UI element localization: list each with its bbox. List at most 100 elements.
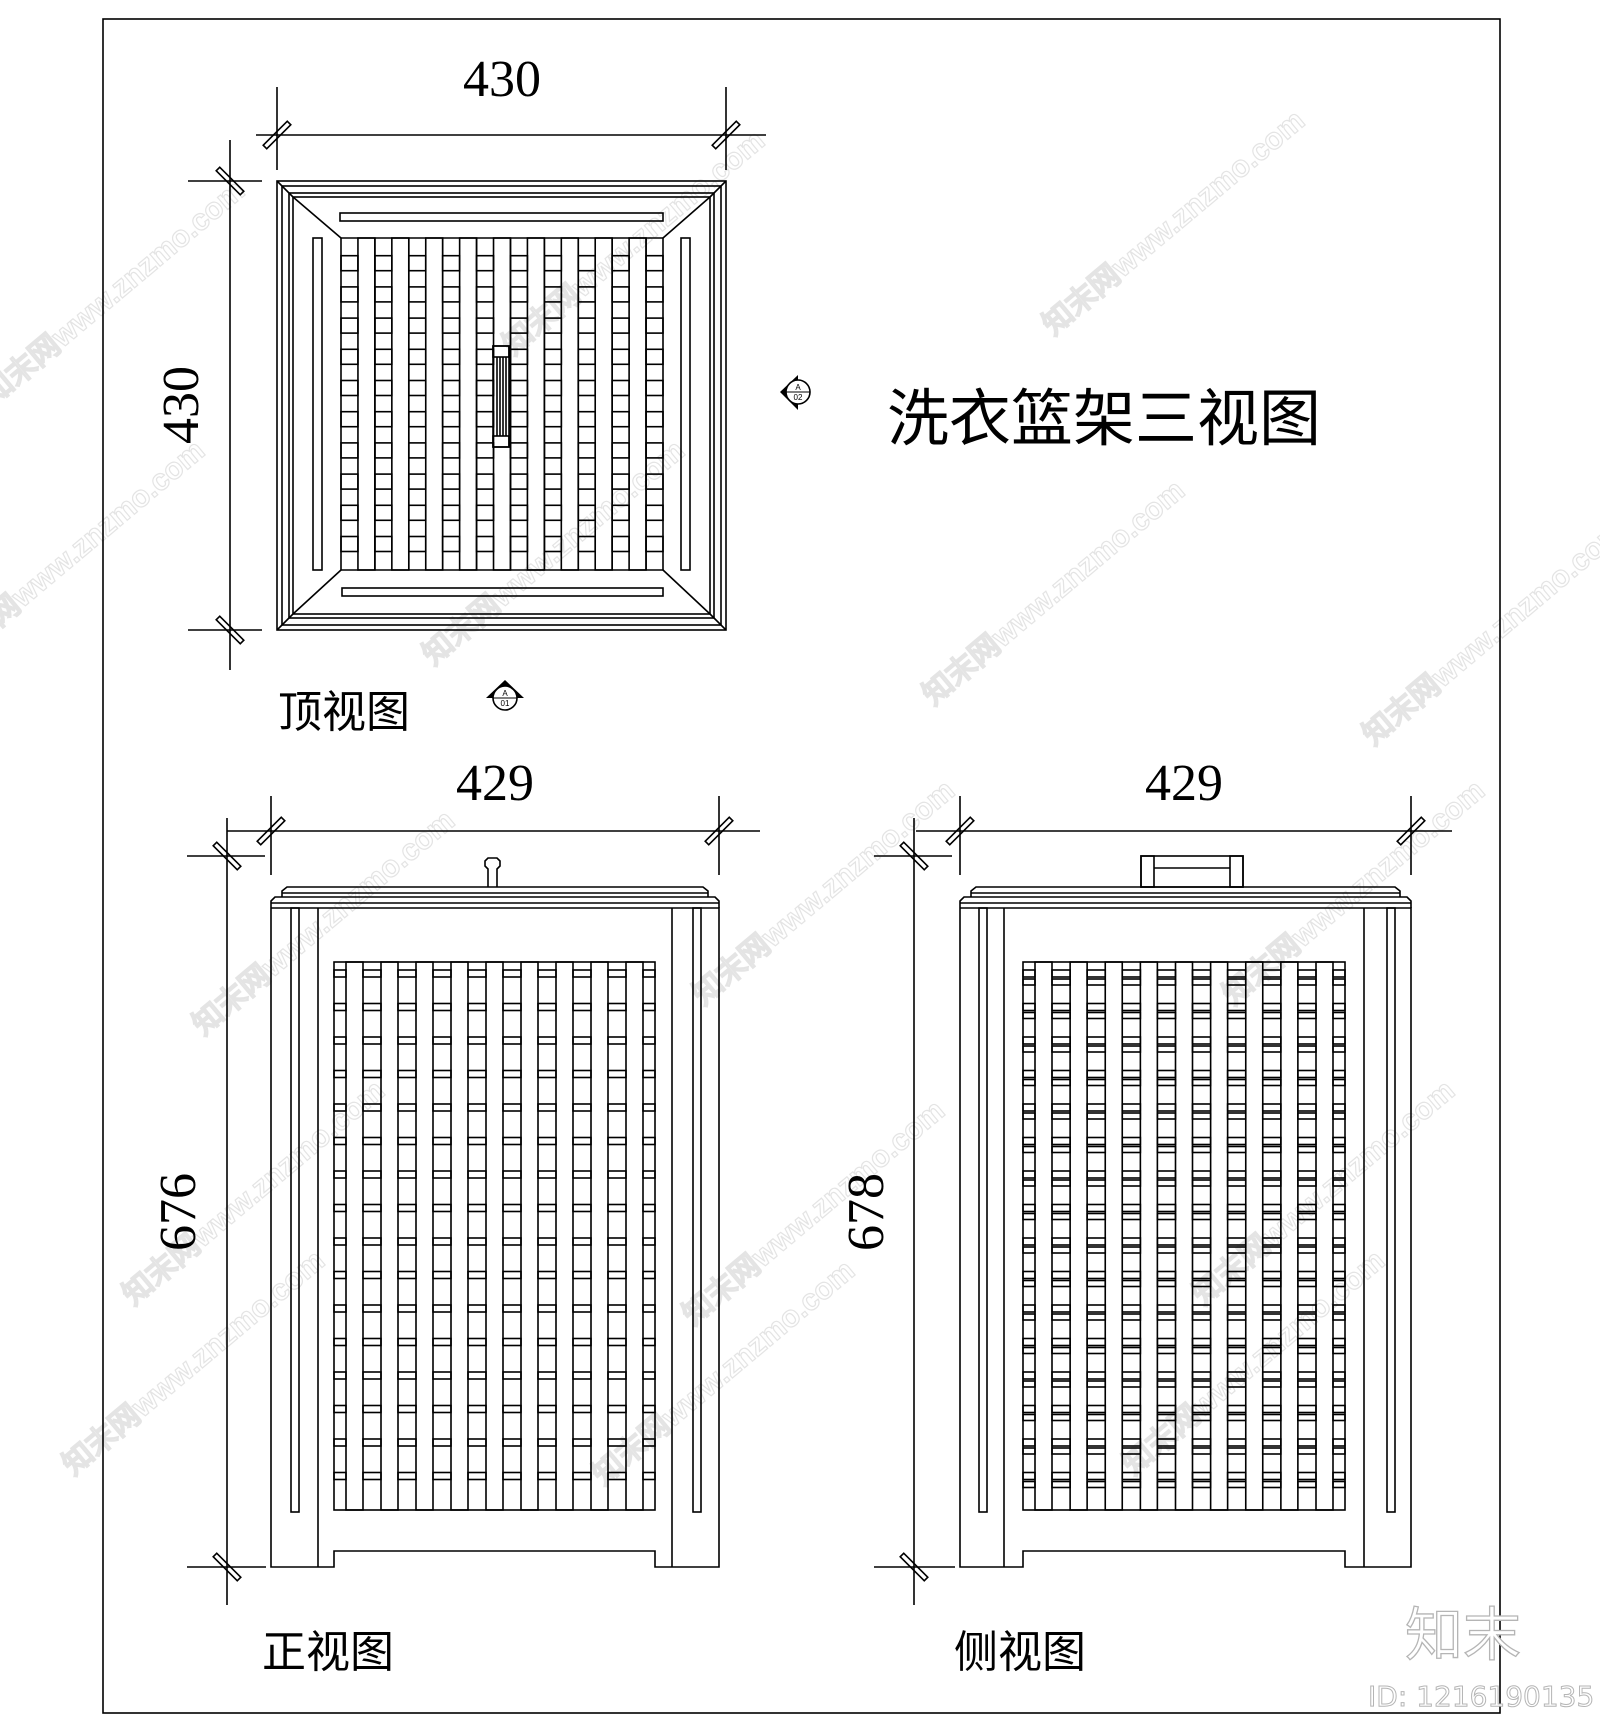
lattice-slat <box>1069 961 1088 1511</box>
tick-mark <box>945 816 975 846</box>
lattice-rung <box>397 969 417 978</box>
cross-rung <box>475 348 495 366</box>
lattice-rung <box>1051 1246 1071 1254</box>
lattice-rung <box>502 1136 522 1146</box>
lattice-rung <box>572 1036 592 1045</box>
lattice-rung <box>333 1002 347 1012</box>
lattice-rung <box>1332 1438 1346 1447</box>
lattice-rung <box>537 1270 557 1280</box>
lattice-rung <box>537 1036 557 1045</box>
lattice-rung <box>1086 1002 1107 1012</box>
lattice-rung <box>333 1438 347 1447</box>
lattice-rung <box>1332 1337 1346 1347</box>
side-height-dimension: 678 <box>838 1173 895 1251</box>
cross-rung <box>407 286 427 303</box>
geometry <box>187 87 1452 1605</box>
cross-rung <box>645 348 664 366</box>
lattice-rung <box>1226 1011 1247 1020</box>
lattice-rung <box>362 1471 382 1481</box>
lattice-rung <box>467 1438 487 1447</box>
lattice-rung <box>537 1438 557 1447</box>
cross-rung <box>509 442 529 459</box>
lattice-rung <box>333 1371 347 1380</box>
lattice-rung <box>1191 1045 1212 1053</box>
lattice-rung <box>1332 1145 1346 1154</box>
cross-rung <box>475 535 495 553</box>
lattice-rung <box>1086 1304 1107 1313</box>
lattice-rung <box>397 1069 417 1079</box>
lattice-rung <box>467 969 487 978</box>
lattice-rung <box>467 1136 487 1146</box>
lattice-rung <box>1332 1069 1346 1079</box>
cross-rung <box>543 442 563 459</box>
lattice-rung <box>1156 1036 1177 1045</box>
lattice-rung <box>333 1069 347 1079</box>
lattice-rung <box>1022 1179 1036 1187</box>
lattice-rung <box>1297 1036 1317 1045</box>
lattice-rung <box>537 1136 557 1146</box>
lattice-rung <box>1156 1170 1177 1179</box>
lattice-rung <box>1051 1438 1071 1447</box>
lattice-slat <box>1280 961 1299 1511</box>
top-slat <box>526 237 546 571</box>
cross-rung <box>407 254 427 272</box>
lattice-slat <box>1174 961 1194 1511</box>
lattice-rung <box>1156 978 1177 986</box>
bevel-line <box>276 180 294 198</box>
lattice-rung <box>1086 1404 1107 1414</box>
lattice-rung <box>1121 1078 1142 1087</box>
watermark-text: 知末网www.znzmo.com <box>1037 104 1311 342</box>
lattice-rung <box>1261 1380 1282 1388</box>
lattice-rung <box>642 1002 656 1012</box>
cross-rung <box>374 410 393 428</box>
lattice-rung <box>1121 1069 1142 1079</box>
lattice-rung <box>642 1270 656 1280</box>
body-outline <box>270 907 720 1568</box>
lattice-slat <box>590 961 609 1511</box>
lattice-slat <box>1139 961 1159 1511</box>
top-depth-dimension: 430 <box>153 366 210 444</box>
cross-rung <box>543 410 563 428</box>
cross-rung <box>374 254 393 272</box>
lattice-rung <box>1086 1471 1107 1481</box>
lattice-rung <box>1226 1413 1247 1422</box>
cross-rung <box>340 442 359 459</box>
lattice-rung <box>1121 1045 1142 1053</box>
lattice-rung <box>537 1002 557 1012</box>
lattice-rung <box>607 1036 627 1045</box>
lattice-rung <box>1332 1136 1346 1146</box>
lattice-rung <box>1051 1380 1071 1388</box>
lattice-rung <box>642 1136 656 1146</box>
cross-rung <box>340 286 359 303</box>
lattice-rung <box>1051 1346 1071 1355</box>
lattice-rung <box>642 1337 656 1347</box>
cross-rung <box>645 410 664 428</box>
lattice-rung <box>537 969 557 978</box>
lattice-rung <box>572 1471 592 1481</box>
cross-rung <box>441 535 461 553</box>
tick-mark <box>262 120 292 150</box>
lattice-rung <box>1051 1480 1071 1489</box>
cross-rung <box>340 535 359 553</box>
lattice-rung <box>467 1337 487 1347</box>
side-view-label: 侧视图 <box>954 1627 1086 1678</box>
lattice-rung <box>1086 1179 1107 1187</box>
lattice-rung <box>1297 1471 1317 1481</box>
lattice-rung <box>1332 1270 1346 1280</box>
lattice-rung <box>1022 1002 1036 1012</box>
lattice-rung <box>607 1337 627 1347</box>
lattice-rung <box>1051 1471 1071 1481</box>
lattice-rung <box>1022 1170 1036 1179</box>
lattice-rung <box>467 1069 487 1079</box>
dimension-tick <box>215 615 245 645</box>
handle-post <box>1140 855 1155 888</box>
lattice-rung <box>1332 978 1346 986</box>
lattice-rung <box>1156 1002 1177 1012</box>
lattice-rung <box>1297 1413 1317 1422</box>
cross-rung <box>340 473 359 490</box>
lattice-rung <box>1051 1103 1071 1112</box>
lattice-rung <box>1121 1337 1142 1347</box>
lattice-rung <box>1022 1203 1036 1213</box>
lattice-rung <box>362 969 382 978</box>
tick-mark <box>215 166 245 196</box>
